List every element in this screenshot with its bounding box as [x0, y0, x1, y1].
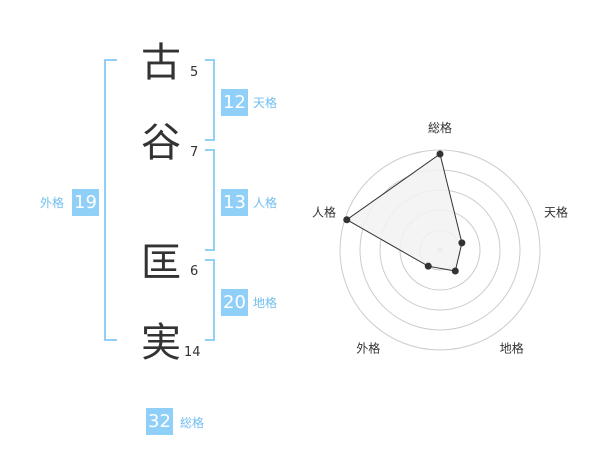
gaikaku-value: 19 — [72, 189, 99, 216]
tenkaku-value: 12 — [221, 89, 248, 116]
name-char-4: 実 — [141, 320, 181, 366]
chikaku-value: 20 — [221, 289, 248, 316]
radar-ring-5 — [339, 149, 541, 351]
soukaku-value: 32 — [146, 408, 173, 435]
gaikaku-label: 外格 — [40, 196, 65, 210]
radar-axis-label-2: 天格 — [544, 204, 568, 219]
jinkaku-value: 13 — [221, 189, 248, 216]
name-char-3: 匡 — [141, 240, 181, 286]
stroke-count-4: 14 — [184, 345, 201, 360]
radar-point-1 — [436, 150, 444, 158]
chikaku-bracket — [205, 259, 215, 341]
radar-point-2 — [458, 239, 466, 247]
radar-point-3 — [451, 267, 459, 275]
tenkaku-label: 天格 — [253, 96, 278, 110]
tenkaku-bracket — [205, 59, 215, 141]
radar-polygon — [345, 153, 463, 272]
radar-axis-label-3: 地格 — [500, 341, 524, 356]
chikaku-label: 地格 — [253, 296, 278, 310]
radar-point-5 — [343, 216, 351, 224]
name-char-1: 古 — [141, 40, 181, 86]
jinkaku-bracket — [205, 149, 215, 251]
radar-axis-label-4: 外格 — [356, 341, 380, 356]
stroke-count-3: 6 — [190, 264, 199, 279]
radar-axis-label-5: 人格 — [312, 204, 336, 219]
stroke-count-2: 7 — [190, 145, 199, 160]
radar-point-4 — [424, 262, 432, 270]
name-char-2: 谷 — [141, 120, 181, 166]
stroke-count-1: 5 — [190, 65, 199, 80]
gaikaku-bracket — [104, 59, 117, 341]
soukaku-label: 総格 — [180, 416, 205, 430]
jinkaku-label: 人格 — [253, 196, 278, 210]
radar-axis-label-1: 総格 — [428, 120, 452, 135]
